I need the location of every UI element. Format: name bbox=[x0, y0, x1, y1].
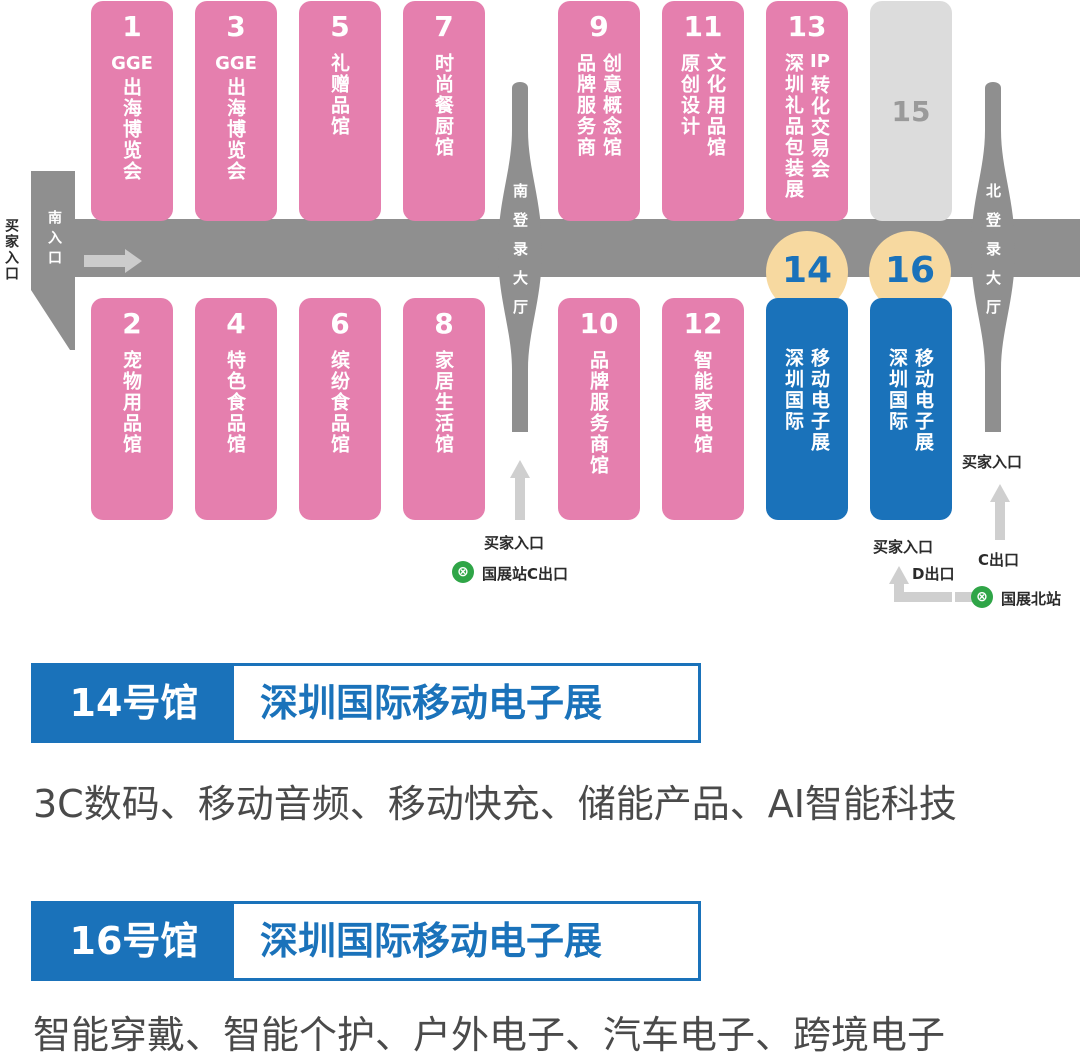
hall-9[interactable]: 9 创意概念馆 品牌服务商 bbox=[558, 1, 640, 221]
south-lobby-shape bbox=[498, 82, 542, 432]
hall-14-tag: 14号馆 bbox=[34, 666, 234, 740]
hall-label: 移动电子展 bbox=[912, 348, 934, 453]
hall-14-banner: 14号馆 深圳国际移动电子展 bbox=[31, 663, 701, 743]
hall-label: 移动电子展 bbox=[808, 348, 830, 453]
hall-number: 2 bbox=[122, 307, 142, 340]
hall-label: 缤纷食品馆 bbox=[328, 350, 350, 455]
hall-16[interactable]: 移动电子展 深圳国际 bbox=[870, 298, 952, 520]
hall-label: 品牌服务商 bbox=[574, 53, 596, 158]
hall-number: 9 bbox=[589, 10, 609, 43]
hall-number: 8 bbox=[434, 307, 454, 340]
hall-number: 11 bbox=[683, 10, 723, 43]
hall-label: 家居生活馆 bbox=[432, 350, 454, 455]
hall-16-title: 深圳国际移动电子展 bbox=[260, 919, 603, 963]
hall-label: 深圳礼品包装展 bbox=[782, 53, 804, 200]
hall-number: 7 bbox=[434, 10, 454, 43]
north-lobby-shape bbox=[971, 82, 1015, 432]
hall-number: 6 bbox=[330, 307, 350, 340]
hall-label: 智能家电馆 bbox=[691, 350, 713, 455]
hall-16-marker-number[interactable]: 16 bbox=[884, 250, 936, 291]
hall-label: 特色食品馆 bbox=[224, 350, 246, 455]
north-lobby-label: 北登录大厅 bbox=[984, 183, 1002, 328]
hall-12[interactable]: 12 智能家电馆 bbox=[662, 298, 744, 520]
hall-14-title: 深圳国际移动电子展 bbox=[260, 681, 603, 725]
hall-15[interactable]: 15 bbox=[870, 1, 952, 221]
hall-number: 3 bbox=[226, 10, 246, 43]
hall-number: 13 bbox=[787, 10, 827, 43]
south-entrance-label[interactable]: 南入口 bbox=[46, 210, 62, 270]
bent-arrow-icon bbox=[889, 566, 952, 602]
hall-label: 深圳国际 bbox=[886, 348, 908, 432]
hall-label-latin: GGE bbox=[111, 53, 153, 74]
hall-5[interactable]: 5 礼赠品馆 bbox=[299, 1, 381, 221]
hall-label: 礼赠品馆 bbox=[328, 53, 350, 137]
hall-number: 5 bbox=[330, 10, 350, 43]
hall-label: 品牌服务商馆 bbox=[587, 350, 609, 476]
hall-label: 宠物用品馆 bbox=[120, 350, 142, 455]
hall-number: 1 bbox=[122, 10, 142, 43]
hall-16-tag: 16号馆 bbox=[34, 904, 234, 978]
hall-label: 深圳国际 bbox=[782, 348, 804, 432]
hall-label: 文化用品馆 bbox=[704, 53, 726, 158]
hall-label: 原创设计 bbox=[678, 53, 700, 137]
hall-3[interactable]: 3 GGE 出海博览会 bbox=[195, 1, 277, 221]
north-buyer-entrance-label[interactable]: 买家入口 bbox=[962, 453, 1023, 471]
hall-14-description: 3C数码、移动音频、移动快充、储能产品、AI智能科技 bbox=[33, 782, 957, 826]
d-exit-label[interactable]: D出口 bbox=[912, 565, 955, 583]
hall-4[interactable]: 4 特色食品馆 bbox=[195, 298, 277, 520]
hall-label: 创意概念馆 bbox=[600, 53, 622, 158]
hall-label-latin: GGE bbox=[215, 53, 257, 74]
hall-13[interactable]: 13 IP 转化交易会 深圳礼品包装展 bbox=[766, 1, 848, 221]
hall-11[interactable]: 11 文化用品馆 原创设计 bbox=[662, 1, 744, 221]
hall-number: 10 bbox=[579, 307, 619, 340]
hall-7[interactable]: 7 时尚餐厨馆 bbox=[403, 1, 485, 221]
hall-6[interactable]: 6 缤纷食品馆 bbox=[299, 298, 381, 520]
hall-label: 转化交易会 bbox=[808, 75, 830, 180]
hall-number: 4 bbox=[226, 307, 246, 340]
hall-label: 出海博览会 bbox=[120, 77, 142, 182]
south-lobby-label: 南登录大厅 bbox=[511, 183, 529, 328]
hall-16-description: 智能穿戴、智能个护、户外电子、汽车电子、跨境电子 bbox=[33, 1013, 946, 1057]
hall-label: 时尚餐厨馆 bbox=[432, 53, 454, 158]
up-arrow-icon bbox=[510, 460, 1010, 540]
direction-arrow-icon bbox=[84, 249, 142, 273]
north-station-label[interactable]: 国展北站 bbox=[1001, 590, 1062, 608]
south-metro-exit-label[interactable]: 国展站C出口 bbox=[482, 565, 569, 583]
hall-14[interactable]: 移动电子展 深圳国际 bbox=[766, 298, 848, 520]
west-buyer-entrance-label[interactable]: 买家入口 bbox=[3, 218, 19, 282]
hall-label-prefix: IP bbox=[810, 51, 830, 72]
c-exit-label[interactable]: C出口 bbox=[978, 551, 1020, 569]
hall-number: 12 bbox=[683, 307, 723, 340]
hall-16-banner: 16号馆 深圳国际移动电子展 bbox=[31, 901, 701, 981]
south-buyer-entrance-label[interactable]: 买家入口 bbox=[484, 534, 545, 552]
hall-2[interactable]: 2 宠物用品馆 bbox=[91, 298, 173, 520]
metro-icon: ⊗ bbox=[452, 561, 474, 583]
hall-8[interactable]: 8 家居生活馆 bbox=[403, 298, 485, 520]
hall-10[interactable]: 10 品牌服务商馆 bbox=[558, 298, 640, 520]
hall-1[interactable]: 1 GGE 出海博览会 bbox=[91, 1, 173, 221]
metro-icon: ⊗ bbox=[971, 586, 993, 608]
d-buyer-entrance-label[interactable]: 买家入口 bbox=[873, 538, 934, 556]
hall-number: 15 bbox=[891, 95, 931, 128]
hall-14-marker-number[interactable]: 14 bbox=[781, 250, 833, 291]
hall-label: 出海博览会 bbox=[224, 77, 246, 182]
